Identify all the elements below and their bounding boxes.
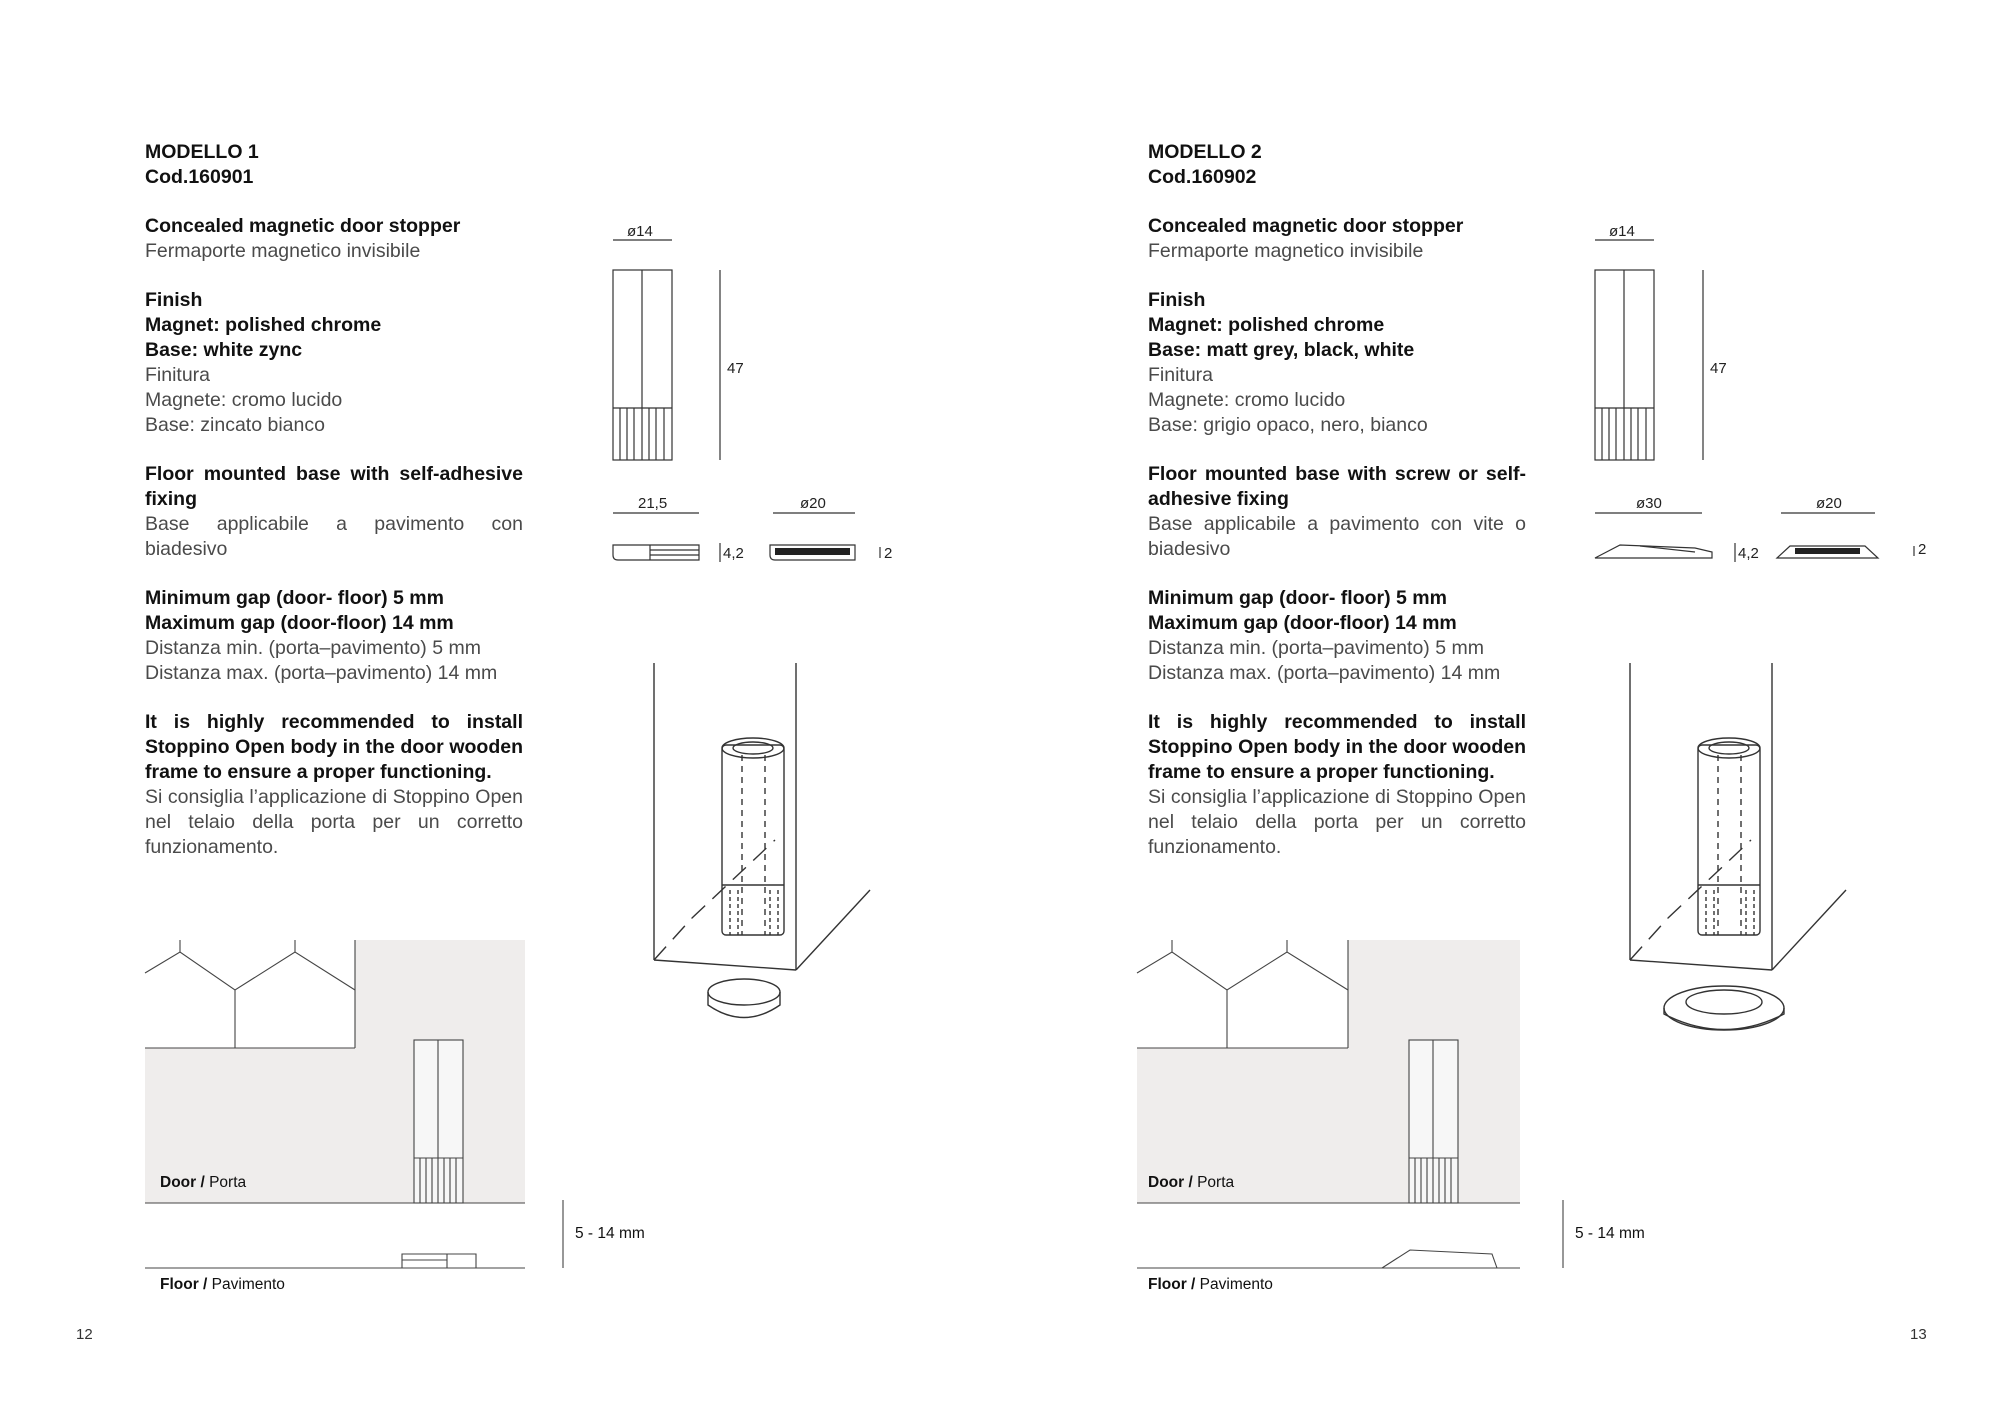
technical-drawing: ø14 47 21,5 4,2 ø20 2 <box>144 223 892 1269</box>
mount-it: Base applicabile a pavimento con biadesi… <box>145 513 523 560</box>
mount-en: Floor mounted base with self-adhesive fi… <box>145 463 523 510</box>
mount-it: Base applicabile a pavimento con vite o … <box>1148 513 1526 560</box>
dim-base-height: 4,2 <box>1738 545 1759 562</box>
dim-body-diameter: ø14 <box>627 223 653 240</box>
dim-base-width: 21,5 <box>638 495 667 512</box>
finish-heading-it: Finitura <box>145 364 211 386</box>
page-12: MODELLO 1 Cod.160901 Concealed magnetic … <box>76 140 892 1343</box>
finish-heading-en: Finish <box>1148 289 1206 311</box>
floor-label: Floor / Pavimento <box>1148 1276 1273 1293</box>
finish-heading-it: Finitura <box>1148 364 1214 386</box>
dim-cap-height: 2 <box>1918 541 1926 558</box>
product-code: Cod.160902 <box>1148 166 1257 188</box>
note-it: Si consiglia l’applicazione di Stoppino … <box>145 786 523 858</box>
base-finish-it: Base: grigio opaco, nero, bianco <box>1148 414 1428 436</box>
min-gap-en: Minimum gap (door- floor) 5 mm <box>145 587 444 609</box>
magnet-finish-en: Magnet: polished chrome <box>145 314 382 336</box>
title-it: Fermaporte magnetico invisibile <box>145 240 421 262</box>
page-number: 13 <box>1910 1326 1927 1343</box>
min-gap-it: Distanza min. (porta–pavimento) 5 mm <box>1148 637 1484 659</box>
product-description: MODELLO 2 Cod.160902 Concealed magnetic … <box>1148 140 1526 884</box>
dim-body-diameter: ø14 <box>1609 223 1635 240</box>
dim-cap-diameter: ø20 <box>800 495 826 512</box>
mount-en: Floor mounted base with screw or self-ad… <box>1148 463 1526 510</box>
dim-body-height: 47 <box>727 360 744 377</box>
magnet-finish-en: Magnet: polished chrome <box>1148 314 1385 336</box>
max-gap-it: Distanza max. (porta–pavimento) 14 mm <box>145 662 498 684</box>
max-gap-en: Maximum gap (door-floor) 14 mm <box>1148 612 1457 634</box>
title-it: Fermaporte magnetico invisibile <box>1148 240 1424 262</box>
title-en: Concealed magnetic door stopper <box>145 215 461 237</box>
note-it: Si consiglia l’applicazione di Stoppino … <box>1148 786 1526 858</box>
dim-base-width: ø30 <box>1636 495 1662 512</box>
page-number: 12 <box>76 1326 93 1343</box>
magnet-finish-it: Magnete: cromo lucido <box>145 389 343 411</box>
page-13: MODELLO 2 Cod.160902 Concealed magnetic … <box>1000 0 2000 1412</box>
base-finish-en: Base: matt grey, black, white <box>1148 339 1415 361</box>
gap-range: 5 - 14 mm <box>1575 1225 1645 1242</box>
note-en: It is highly recommended to install Stop… <box>145 711 523 783</box>
max-gap-en: Maximum gap (door-floor) 14 mm <box>145 612 454 634</box>
model-name: MODELLO 2 <box>1148 141 1262 163</box>
dim-base-height: 4,2 <box>723 545 744 562</box>
base-finish-it: Base: zincato bianco <box>145 414 325 436</box>
dim-cap-height: 2 <box>884 545 892 562</box>
model-name: MODELLO 1 <box>145 141 259 163</box>
max-gap-it: Distanza max. (porta–pavimento) 14 mm <box>1148 662 1501 684</box>
dim-cap-diameter: ø20 <box>1816 495 1842 512</box>
title-en: Concealed magnetic door stopper <box>1148 215 1464 237</box>
floor-label: Floor / Pavimento <box>160 1276 285 1293</box>
min-gap-it: Distanza min. (porta–pavimento) 5 mm <box>145 637 481 659</box>
note-en: It is highly recommended to install Stop… <box>1148 711 1526 783</box>
door-label: Door / Porta <box>1148 1174 1235 1191</box>
finish-heading-en: Finish <box>145 289 203 311</box>
technical-drawing: ø14 47 ø30 4,2 ø20 2 <box>1136 223 1926 1269</box>
dim-body-height: 47 <box>1710 360 1727 377</box>
door-label: Door / Porta <box>160 1174 247 1191</box>
magnet-finish-it: Magnete: cromo lucido <box>1148 389 1346 411</box>
min-gap-en: Minimum gap (door- floor) 5 mm <box>1148 587 1447 609</box>
product-description: MODELLO 1 Cod.160901 Concealed magnetic … <box>145 140 523 884</box>
gap-range: 5 - 14 mm <box>575 1225 645 1242</box>
product-code: Cod.160901 <box>145 166 254 188</box>
base-finish-en: Base: white zync <box>145 339 303 361</box>
